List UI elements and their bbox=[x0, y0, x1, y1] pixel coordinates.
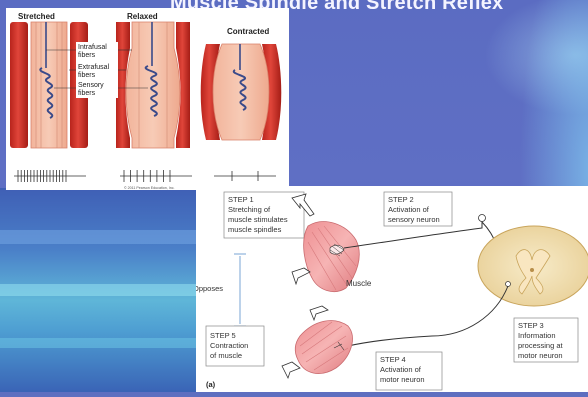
opposes-label: Opposes bbox=[196, 284, 223, 293]
step2-box: STEP 2 Activation of sensory neuron bbox=[384, 192, 452, 226]
synapse-point bbox=[506, 282, 511, 287]
spike-trains bbox=[14, 170, 276, 182]
relaxed-muscle-diagram bbox=[116, 22, 190, 148]
contracted-muscle-diagram bbox=[201, 44, 282, 140]
decorative-band bbox=[0, 338, 196, 348]
state-label-stretched: Stretched bbox=[18, 12, 55, 21]
step4-box: STEP 4 Activation of motor neuron bbox=[376, 352, 442, 390]
state-label-relaxed: Relaxed bbox=[127, 12, 158, 21]
spindle-figure: Stretched Relaxed Contracted bbox=[6, 8, 289, 190]
extrafusal-fiber-left bbox=[10, 22, 28, 148]
stretch-reflex-figure: STEP 1 Stretching of muscle stimulates m… bbox=[196, 186, 588, 392]
state-label-contracted: Contracted bbox=[227, 27, 269, 36]
decorative-band bbox=[0, 230, 196, 244]
step5-box: STEP 5 Contraction of muscle bbox=[206, 326, 264, 366]
contract-arrow-up-icon bbox=[310, 306, 328, 320]
central-canal bbox=[530, 268, 534, 272]
spinal-cord-section bbox=[478, 226, 588, 306]
muscle-body bbox=[295, 321, 352, 374]
dorsal-root-ganglion bbox=[479, 215, 486, 222]
intrafusal-fiber bbox=[126, 22, 180, 148]
contract-arrow-down-icon bbox=[282, 362, 300, 378]
reflex-figure-panel: STEP 1 Stretching of muscle stimulates m… bbox=[196, 186, 588, 392]
contracted-muscle bbox=[295, 321, 352, 374]
step1-box: STEP 1 Stretching of muscle stimulates m… bbox=[224, 192, 304, 238]
step3-box: STEP 3 Information processing at motor n… bbox=[514, 318, 578, 362]
motor-neuron-axon bbox=[340, 286, 508, 350]
opposes-indicator: Opposes bbox=[196, 254, 246, 326]
panel-label: (a) bbox=[206, 380, 216, 389]
decorative-band bbox=[0, 284, 196, 296]
decorative-gradient-bar bbox=[0, 188, 196, 392]
muscle-label: Muscle bbox=[346, 279, 372, 288]
intrafusal-fiber bbox=[31, 22, 67, 148]
copyright-text: © 2011 Pearson Education, Inc. bbox=[124, 186, 175, 190]
spindle-figure-panel: Stretched Relaxed Contracted bbox=[6, 8, 289, 190]
stretch-arrow-down-icon bbox=[292, 268, 310, 284]
